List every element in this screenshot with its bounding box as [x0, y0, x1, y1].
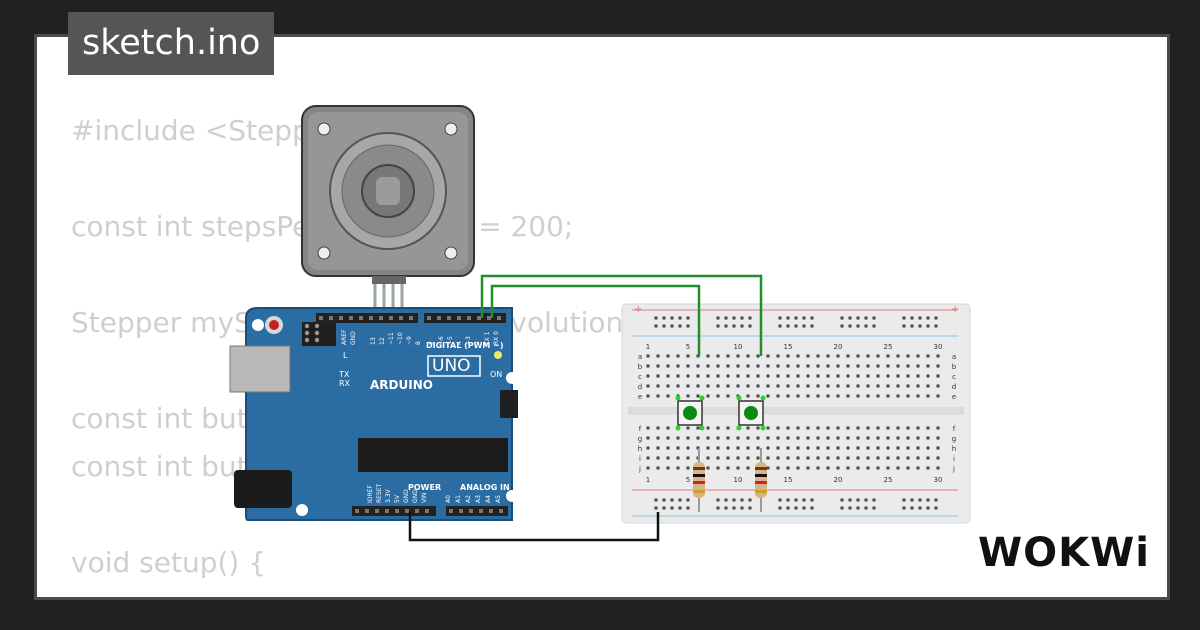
- pin-label: ~5: [447, 336, 454, 345]
- pin-label: 12: [379, 337, 386, 345]
- pin-label: AREF: [341, 329, 348, 345]
- preview-canvas: #include <Stepper.h>const int stepsPerRe…: [34, 34, 1170, 600]
- resistor-1[interactable]: [693, 448, 705, 512]
- pin-label: ~3: [465, 336, 472, 345]
- column-number: 30: [934, 343, 943, 351]
- push-button-1[interactable]: [675, 395, 705, 431]
- pin-label: 7: [429, 341, 436, 345]
- row-letter: g: [638, 435, 642, 443]
- column-number: 25: [884, 476, 893, 484]
- pin-label: A1: [455, 495, 462, 503]
- pin-label: ~11: [388, 332, 395, 345]
- pin-label: 4: [456, 341, 463, 345]
- column-number: 5: [686, 343, 690, 351]
- led-label-rx: RX: [339, 379, 351, 388]
- column-number: 10: [734, 343, 743, 351]
- row-letter: j: [952, 465, 955, 473]
- pin-label: GND: [412, 489, 419, 503]
- row-letter: i: [639, 455, 641, 463]
- column-number: 25: [884, 343, 893, 351]
- row-letter: b: [638, 363, 643, 371]
- pin-label: ~9: [406, 336, 413, 345]
- pin-label: A5: [495, 495, 502, 503]
- power-label: POWER: [408, 483, 441, 492]
- pin-label: 3.3V: [385, 488, 392, 503]
- pin-label: ~10: [397, 332, 404, 345]
- pin-label: RX 0: [493, 331, 500, 345]
- column-number: 15: [784, 476, 793, 484]
- led-label-l: L: [343, 351, 348, 360]
- row-letter: d: [638, 383, 642, 391]
- column-number: 20: [834, 476, 843, 484]
- row-letter: f: [639, 425, 642, 433]
- wokwi-logo: WOKWi: [978, 530, 1150, 576]
- row-letter: e: [952, 393, 956, 401]
- row-letter: g: [952, 435, 956, 443]
- column-number: 1: [646, 343, 650, 351]
- push-button-2[interactable]: [736, 395, 766, 431]
- on-led-label: ON: [490, 370, 502, 379]
- code-line: pinMode(buttonPin1, INPUT);: [71, 587, 822, 597]
- pin-label: A2: [465, 495, 472, 503]
- row-letter: f: [953, 425, 956, 433]
- pin-label: 5V: [394, 494, 401, 503]
- file-name-tab[interactable]: sketch.ino: [68, 12, 275, 75]
- row-letter: b: [952, 363, 957, 371]
- row-letter: a: [952, 353, 956, 361]
- row-letter: a: [638, 353, 642, 361]
- rail-plus-label-right: +: [951, 304, 959, 315]
- row-letter: i: [953, 455, 955, 463]
- analog-in-label: ANALOG IN: [460, 483, 510, 492]
- column-number: 15: [784, 343, 793, 351]
- column-number: 5: [686, 476, 690, 484]
- row-letter: j: [638, 465, 641, 473]
- arduino-board[interactable]: DIGITAL (PWM ~) ARDUINO UNO ON L TX RX P…: [229, 307, 518, 521]
- code-line: void setup() {: [71, 546, 267, 579]
- rail-plus-label: +: [634, 304, 642, 315]
- pin-label: 2: [474, 341, 481, 345]
- wires: [408, 274, 763, 542]
- pin-label: 8: [415, 341, 422, 345]
- row-letter: h: [952, 445, 956, 453]
- pin-label: VIN: [421, 493, 428, 503]
- pin-label: TX 1: [484, 331, 491, 346]
- pin-label: 13: [370, 337, 377, 345]
- column-number: 1: [646, 476, 650, 484]
- pin-label: GND: [403, 489, 410, 503]
- row-letter: c: [952, 373, 956, 381]
- stepper-motor[interactable]: [301, 105, 475, 324]
- row-letter: e: [638, 393, 642, 401]
- arduino-brand-text: ARDUINO: [370, 378, 433, 392]
- row-letter: d: [952, 383, 956, 391]
- column-number: 10: [734, 476, 743, 484]
- row-letter: c: [638, 373, 642, 381]
- row-letter: h: [638, 445, 642, 453]
- pin-label: A4: [485, 495, 492, 503]
- column-number: 20: [834, 343, 843, 351]
- pin-label: A0: [445, 495, 452, 503]
- pin-label: A3: [475, 495, 482, 503]
- pin-label: GND: [350, 331, 357, 345]
- pin-label: RESET: [376, 483, 383, 503]
- resistor-2[interactable]: [755, 448, 767, 512]
- pin-label: IOREF: [367, 485, 374, 503]
- digital-header-label: DIGITAL (PWM ~): [426, 341, 504, 350]
- column-number: 30: [934, 476, 943, 484]
- uno-model-text: UNO: [432, 356, 471, 376]
- pin-label: ~6: [438, 336, 445, 345]
- led-label-tx: TX: [338, 370, 350, 379]
